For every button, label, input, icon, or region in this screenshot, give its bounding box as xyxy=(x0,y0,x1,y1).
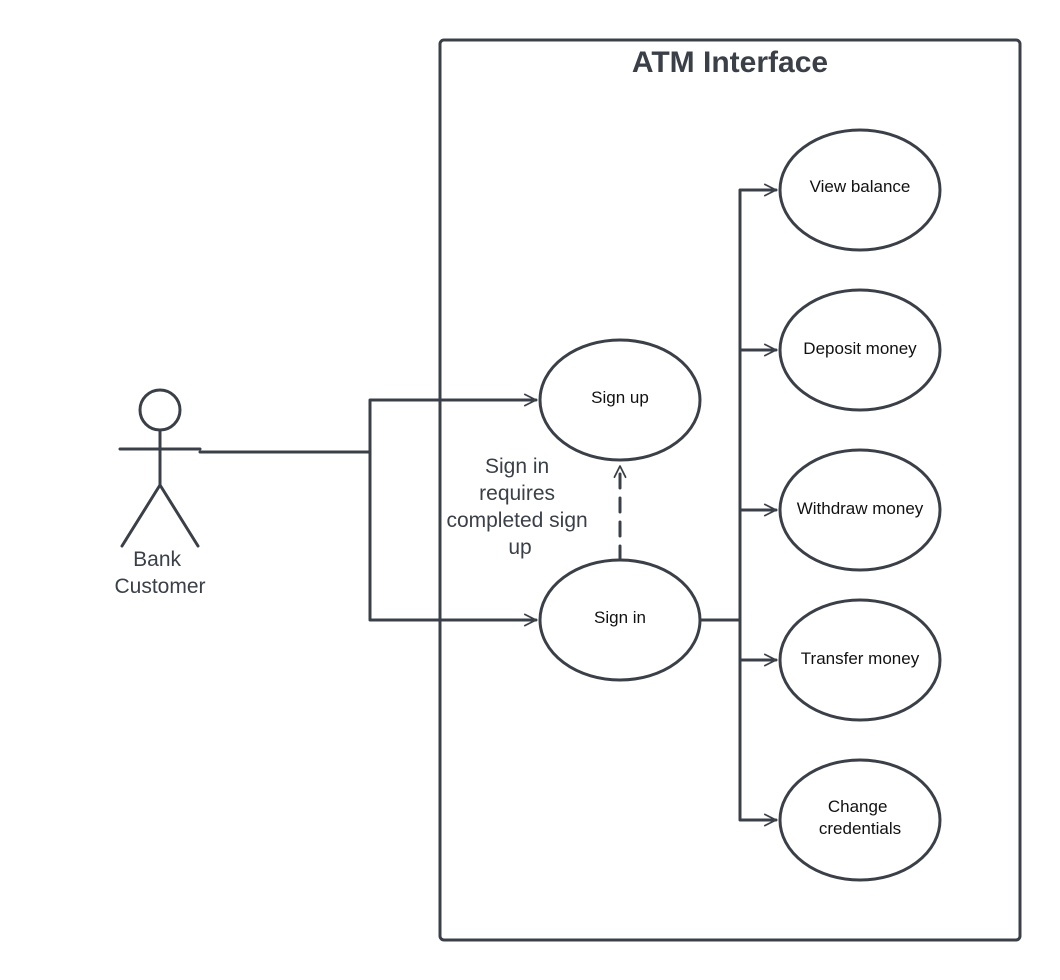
use-case-change-credentials[interactable]: Change credentials xyxy=(778,758,942,882)
connector-view-balance xyxy=(738,183,778,622)
actor-head xyxy=(138,388,182,432)
use-case-sign-in[interactable]: Sign in xyxy=(538,558,702,682)
connector-actor-sign-up xyxy=(198,393,538,454)
actor-label: Bank Customer xyxy=(114,548,205,598)
use-case-deposit-money[interactable]: Deposit money xyxy=(778,288,942,412)
actor-right-leg xyxy=(158,483,200,548)
use-case-change-credentials-label: Change credentials xyxy=(819,797,901,838)
system-boundary xyxy=(438,38,1022,942)
actor-left-leg xyxy=(120,483,162,548)
system-title: ATM Interface xyxy=(632,46,828,79)
use-case-view-balance[interactable]: View balance xyxy=(778,128,942,252)
use-case-sign-in-label: Sign in xyxy=(594,608,646,627)
dependency-note: Sign in requires completed sign up xyxy=(446,455,593,559)
use-case-sign-up[interactable]: Sign up xyxy=(538,338,702,462)
actor-bank-customer[interactable]: Bank Customer xyxy=(114,388,206,598)
use-case-sign-up-label: Sign up xyxy=(591,388,649,407)
use-case-withdraw-money-label: Withdraw money xyxy=(797,499,924,518)
connector-actor-sign-in xyxy=(368,450,538,627)
use-case-deposit-money-label: Deposit money xyxy=(803,339,917,358)
use-case-view-balance-label: View balance xyxy=(810,177,911,196)
use-case-withdraw-money[interactable]: Withdraw money xyxy=(778,448,942,572)
use-case-transfer-money-label: Transfer money xyxy=(801,649,920,668)
use-case-transfer-money[interactable]: Transfer money xyxy=(778,598,942,722)
connector-change-credentials xyxy=(738,618,778,827)
